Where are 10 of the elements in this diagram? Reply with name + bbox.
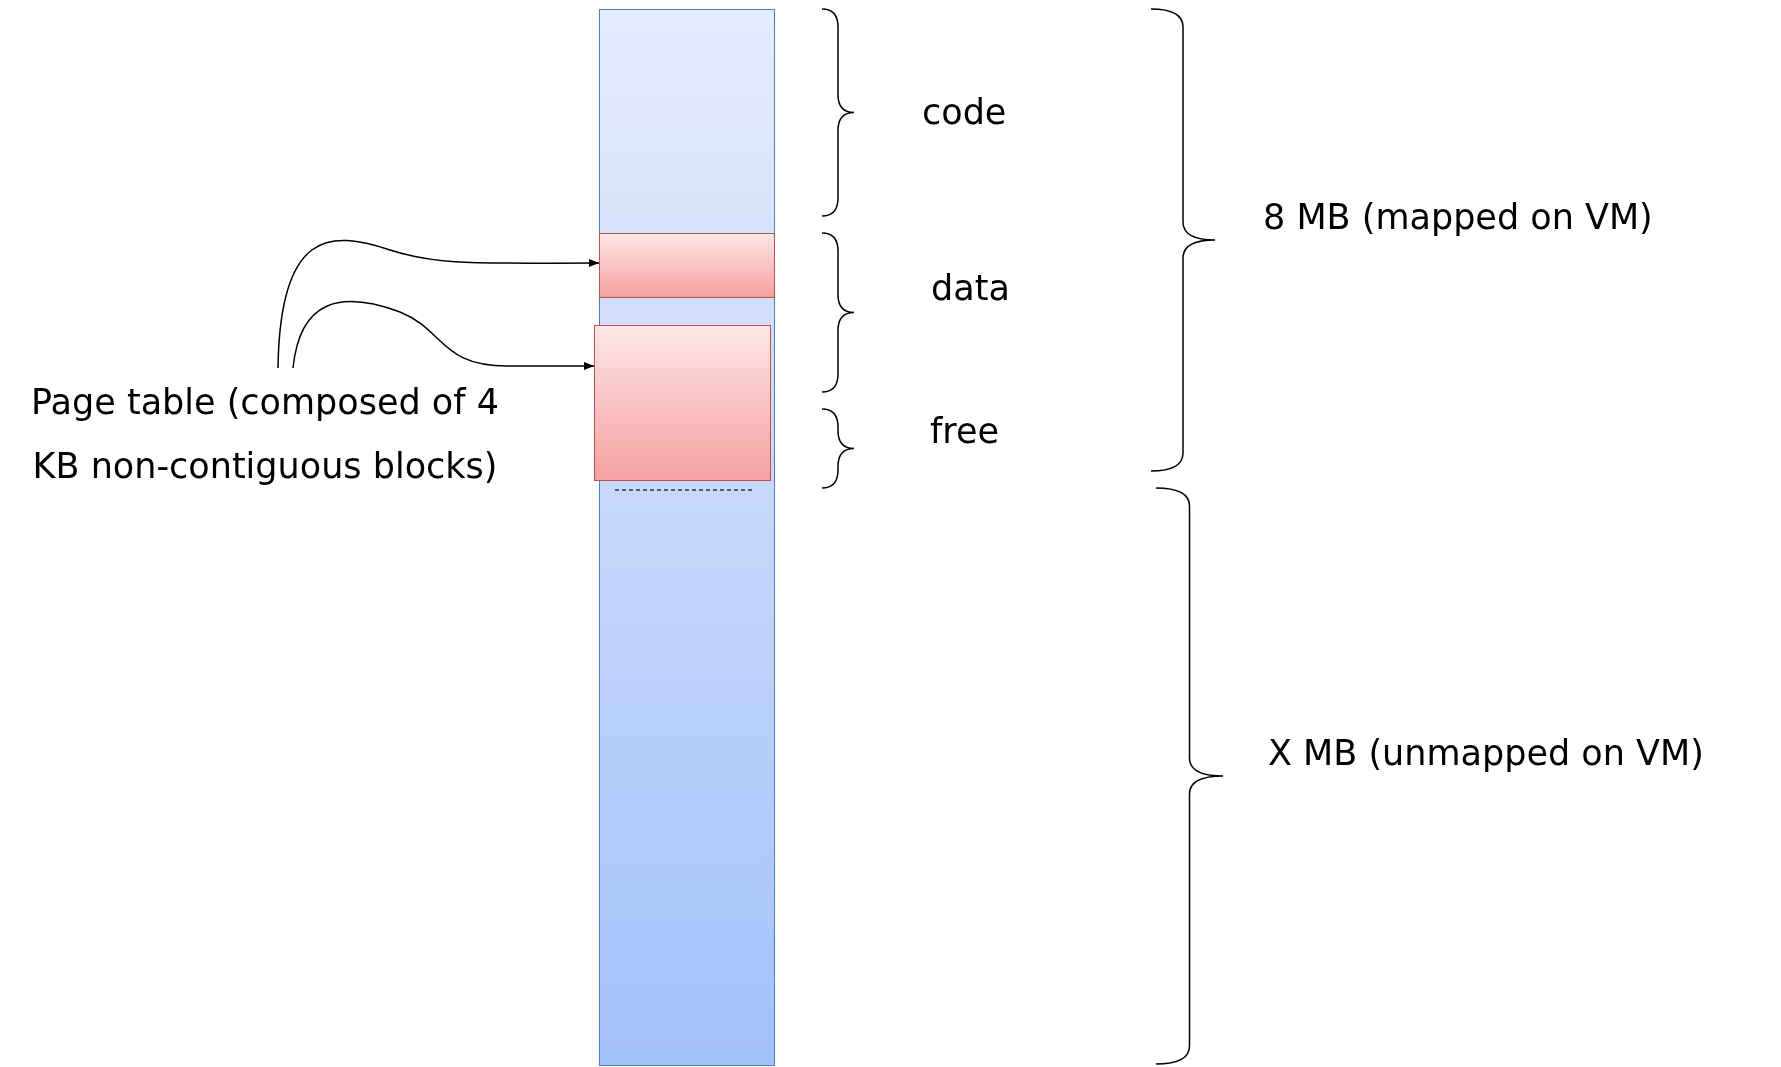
memory-block bbox=[598, 232, 775, 298]
arrow bbox=[292, 300, 595, 370]
region-label: code bbox=[922, 92, 1007, 132]
size-label: X MB (unmapped on VM) bbox=[1268, 733, 1704, 773]
callout-text: Page table (composed of 4 KB non-contiguous blocks) bbox=[10, 370, 520, 560]
arrow bbox=[277, 239, 600, 369]
region-label: data bbox=[931, 268, 1010, 308]
region-label: free bbox=[930, 411, 999, 451]
memory-block bbox=[593, 324, 771, 481]
size-label: 8 MB (mapped on VM) bbox=[1263, 197, 1653, 237]
